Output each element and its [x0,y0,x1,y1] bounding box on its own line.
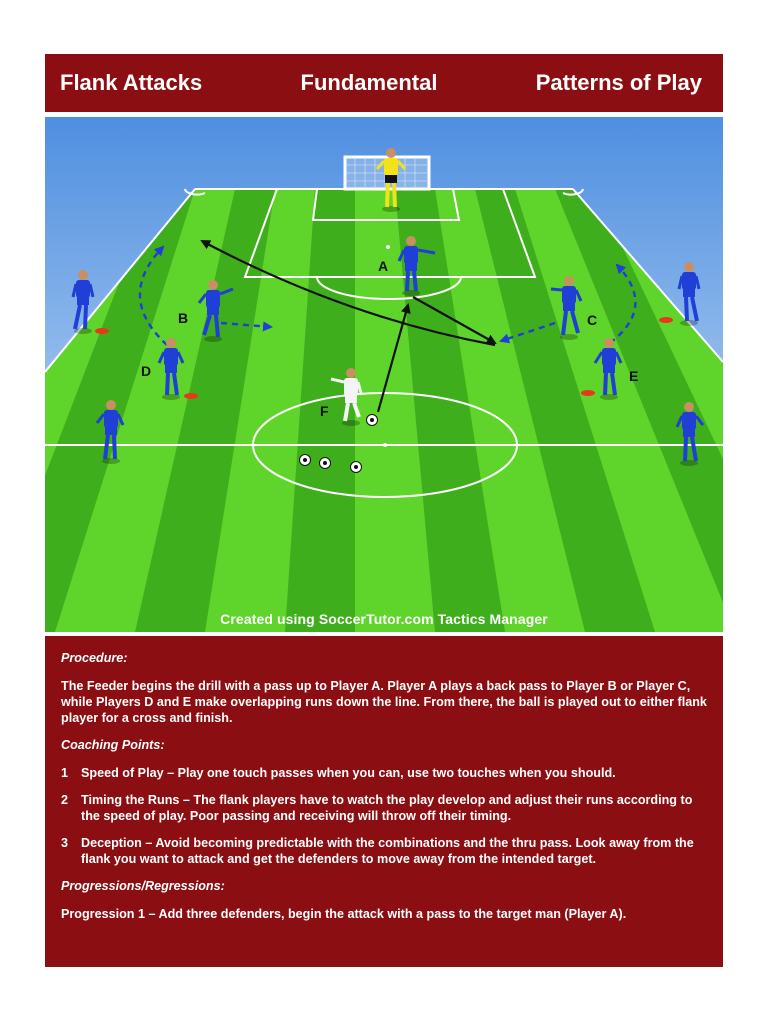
label-e: E [629,368,639,384]
label-b: B [178,310,189,326]
diagram-credit: Created using SoccerTutor.com Tactics Ma… [220,611,548,627]
balls [299,414,378,473]
label-a: A [378,258,389,274]
coaching-point-text: Deception – Avoid becoming predictable w… [81,836,694,866]
pitch-svg [45,117,723,632]
wide-player-right-bottom [675,402,705,466]
coaching-heading: Coaching Points: [61,738,165,752]
pass-arrows [200,240,497,413]
procedure-heading: Procedure: [61,651,128,665]
wide-player-right-top [677,262,701,326]
player-f-feeder [330,368,363,426]
run-arrows [138,245,637,346]
description-panel: Procedure: The Feeder begins the drill w… [45,636,723,967]
goalkeeper-player [375,148,407,212]
pitch-lines [45,188,723,498]
progressions-heading: Progressions/Regressions: [61,879,225,893]
label-f: F [320,403,329,419]
coaching-point-number: 2 [61,793,69,807]
drill-diagram: A B C D E F Created using SoccerTutor.co… [45,117,723,632]
cones [95,317,673,399]
player-b [197,280,234,342]
title-center: Fundamental [300,70,438,95]
label-c: C [587,312,598,328]
progressions-text: Progression 1 – Add three defenders, beg… [61,907,627,921]
player-d [157,338,185,400]
coaching-point: 3 Deception – Avoid becoming predictable… [61,835,708,867]
coaching-point: 1 Speed of Play – Play one touch passes … [61,765,708,781]
players [71,148,705,466]
title-left: Flank Attacks [60,70,203,95]
procedure-text: The Feeder begins the drill with a pass … [61,679,707,725]
coaching-point: 2 Timing the Runs – The flank players ha… [61,792,708,824]
label-d: D [141,363,152,379]
coaching-point-text: Timing the Runs – The flank players have… [81,793,693,823]
coaching-point-number: 1 [61,766,69,780]
grass [45,189,723,632]
title-right: Patterns of Play [535,70,702,95]
player-c [550,276,583,340]
wide-player-left-top [71,270,95,334]
title-bar: Flank Attacks Fundamental Patterns of Pl… [45,54,723,114]
player-a [397,236,436,296]
coaching-point-number: 3 [61,836,69,850]
wide-player-left-bottom [95,400,125,464]
coaching-point-text: Speed of Play – Play one touch passes wh… [81,766,616,780]
player-e [593,338,623,400]
